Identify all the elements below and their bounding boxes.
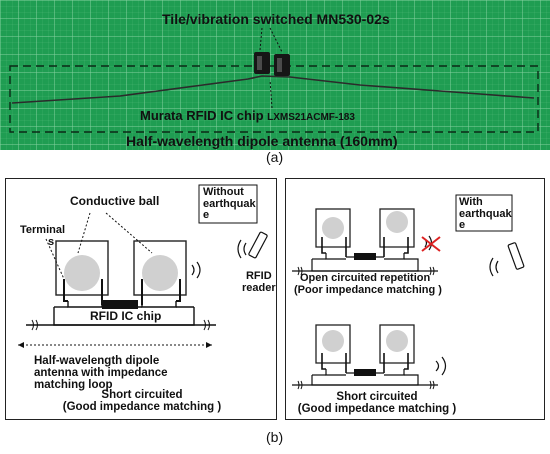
without-earthquake-label: Without earthquak e — [203, 186, 256, 222]
dipole-description: Half-wavelength dipole antenna with impe… — [34, 355, 168, 391]
conductive-ball-2 — [142, 255, 178, 291]
chip-label-part: LXMS21ACMF-183 — [267, 112, 355, 123]
antenna-label: Half-wavelength dipole antenna (160mm) — [126, 133, 398, 149]
short-rfid-chip — [354, 369, 376, 376]
no-signal-icon — [421, 235, 441, 252]
right-reader-icon — [489, 242, 525, 277]
rfid-chip-label: RFID IC chip — [90, 309, 162, 323]
dipole-line1: Half-wavelength dipole — [34, 355, 160, 367]
conductive-ball-label: Conductive ball — [70, 194, 160, 208]
without-line2: earthquak — [203, 197, 256, 210]
without-line1: Without — [203, 186, 244, 198]
right-short-label: Short circuited (Good impedance matching… — [292, 391, 462, 415]
rfid-line2: reader — [242, 281, 276, 294]
dipole-antenna-wire — [11, 75, 535, 104]
rfid-reader-label: RFID reader — [242, 270, 276, 294]
dipole-line2: antenna with impedance — [34, 367, 168, 380]
with-line1: With — [459, 196, 483, 208]
dipole-line3: matching loop — [34, 379, 113, 392]
without-earthquake-box — [198, 184, 258, 224]
without-line3: e — [203, 209, 210, 222]
right-short-line1: Short circuited — [336, 391, 418, 403]
switch-label: Tile/vibration switched MN530-02s — [162, 11, 390, 27]
open-circuit-label: Open circuited repetition (Poor impedanc… — [294, 272, 442, 296]
with-line3: e — [459, 219, 466, 232]
terminals-label: Terminal s — [20, 224, 66, 248]
conductive-ball-1 — [64, 255, 100, 291]
left-wave-icon — [191, 261, 201, 279]
right-panel: With earthquak e Open circuited repetiti… — [285, 178, 545, 420]
caption-a: (a) — [266, 149, 284, 165]
terminals-label-line1: Terminal — [20, 224, 66, 236]
rfid-line1: RFID — [245, 270, 272, 282]
caption-b: (b) — [266, 429, 284, 445]
with-line2: earthquak — [459, 207, 512, 220]
terminals-label-line2: s — [48, 235, 55, 248]
with-earthquake-box — [455, 194, 513, 232]
left-circuit — [18, 184, 268, 348]
left-short-label: Short circuited (Good impedance matching… — [52, 389, 232, 413]
right-short-line2: (Good impedance matching ) — [297, 403, 457, 416]
left-short-line2: (Good impedance matching ) — [62, 401, 222, 414]
open-line1: Open circuited repetition — [300, 272, 431, 284]
photo-panel: Tile/vibration switched MN530-02s Murata… — [0, 0, 550, 150]
short-ball-2 — [386, 330, 408, 352]
chip-label: Murata RFID IC chip LXMS21ACMF-183 — [140, 109, 355, 124]
with-earthquake-label: With earthquak e — [459, 196, 512, 232]
rfid-reader-icon — [237, 231, 268, 259]
open-circuit-diagram — [292, 208, 438, 276]
open-ball-2 — [386, 211, 408, 233]
right-wave-icon — [435, 356, 447, 376]
open-ball-1 — [322, 217, 344, 239]
short-ball-1 — [322, 330, 344, 352]
left-rfid-chip — [102, 300, 138, 309]
left-short-line1: Short circuited — [101, 389, 183, 401]
short-circuit-diagram — [292, 324, 438, 390]
chip-label-main: Murata RFID IC chip — [140, 108, 268, 123]
open-rfid-chip — [354, 253, 376, 260]
right-circuit — [292, 194, 525, 390]
photo-background — [0, 0, 550, 150]
open-line2: (Poor impedance matching ) — [294, 283, 442, 296]
left-panel: Conductive ball Terminal s Without earth… — [5, 178, 277, 420]
